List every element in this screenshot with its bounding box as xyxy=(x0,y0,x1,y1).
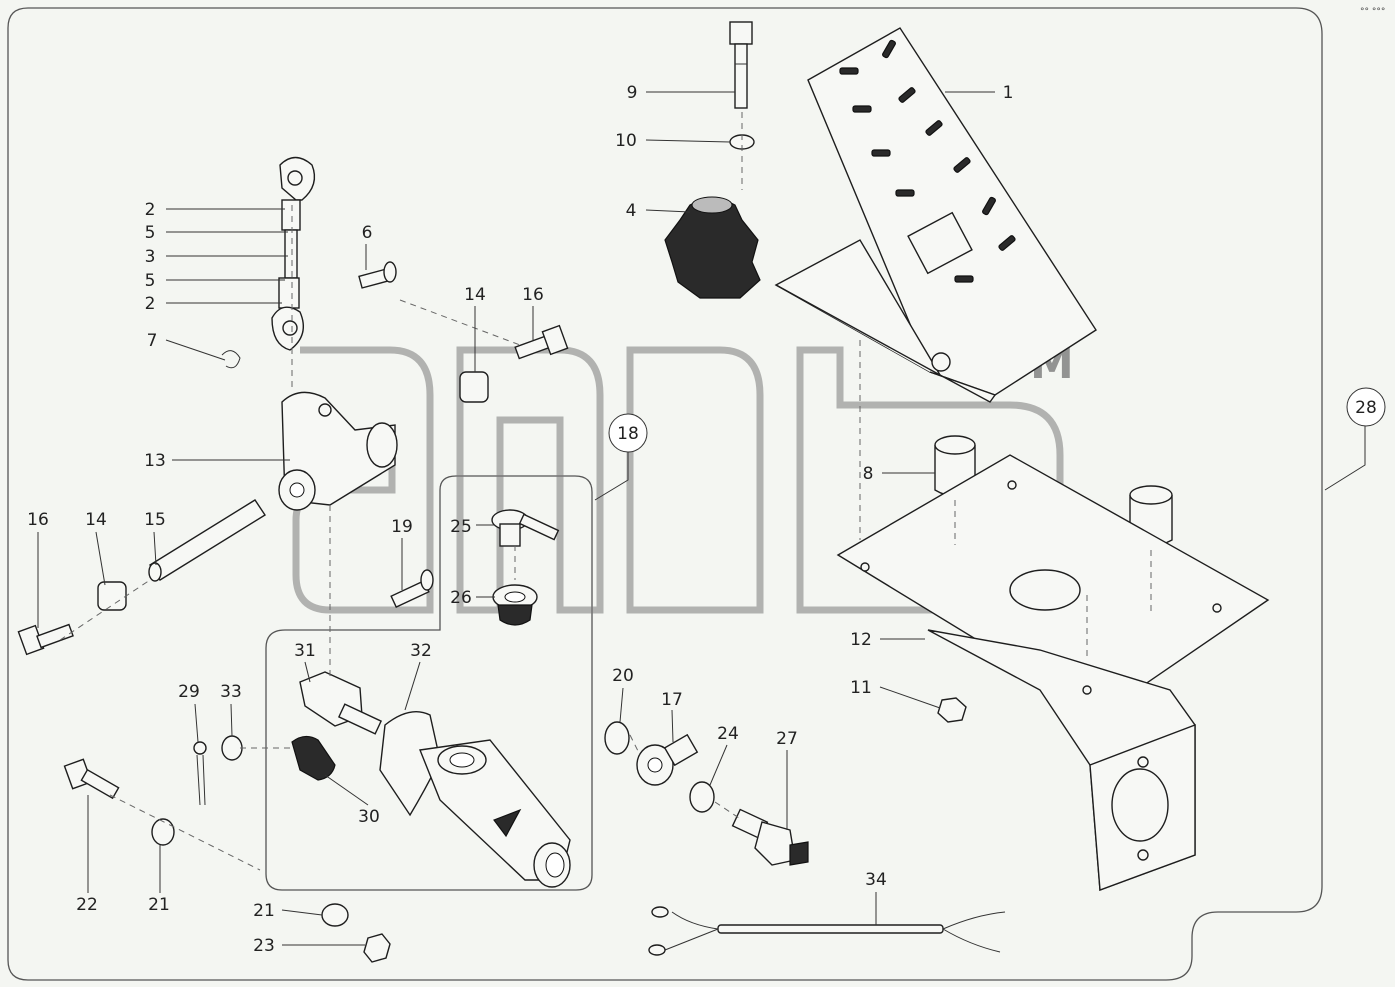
assembly-frame xyxy=(7,7,1323,981)
bolt-part-9 xyxy=(729,21,753,109)
subassembly-frame-18 xyxy=(265,475,593,891)
callout-16: 16 xyxy=(522,285,544,305)
callout-12: 12 xyxy=(850,630,872,650)
washer-part-33 xyxy=(221,735,243,761)
callout-16b: 16 xyxy=(27,510,49,530)
wire-harness-part-34 xyxy=(648,906,1006,956)
rod-end-assembly-parts-2-3-5 xyxy=(271,156,316,351)
callout-24: 24 xyxy=(717,724,739,744)
callout-circle-18 xyxy=(608,413,648,453)
washer-part-20 xyxy=(604,721,630,755)
pin-part-19 xyxy=(390,569,434,608)
callout-14b: 14 xyxy=(85,510,107,530)
seal-part-26 xyxy=(492,584,538,626)
bushing-part-14 xyxy=(459,371,489,403)
callout-4: 4 xyxy=(626,201,637,221)
washer-part-21b xyxy=(321,903,349,927)
callout-circle-28 xyxy=(1346,387,1386,427)
callout-32: 32 xyxy=(410,641,432,661)
fitting-part-25 xyxy=(491,509,560,547)
washer-part-24 xyxy=(689,781,715,813)
pressure-switch-part-27 xyxy=(731,808,809,866)
callout-6: 6 xyxy=(362,223,373,243)
callout-2: 2 xyxy=(145,200,156,220)
rubber-boot-part-4 xyxy=(664,196,761,299)
callout-21b: 21 xyxy=(253,901,275,921)
callout-19: 19 xyxy=(391,517,413,537)
callout-17: 17 xyxy=(661,690,683,710)
callout-2b: 2 xyxy=(145,294,156,314)
pedal-part-1 xyxy=(774,27,1097,403)
callout-11: 11 xyxy=(850,678,872,698)
master-cylinder-part-32 xyxy=(299,671,571,888)
cotter-pin-part-29 xyxy=(193,741,207,806)
lever-part-13 xyxy=(278,391,398,511)
leader-lines xyxy=(37,91,1366,946)
callout-5b: 5 xyxy=(145,271,156,291)
callout-7: 7 xyxy=(147,331,158,351)
nut-part-11 xyxy=(937,697,967,723)
corner-mark: °° °°° xyxy=(1360,7,1385,17)
callout-33: 33 xyxy=(220,682,242,702)
callout-5: 5 xyxy=(145,223,156,243)
boot-part-30 xyxy=(291,735,336,781)
banjo-fitting-part-17 xyxy=(636,733,699,786)
callout-23: 23 xyxy=(253,936,275,956)
callout-14: 14 xyxy=(464,285,486,305)
pin-part-6 xyxy=(358,261,397,289)
callout-20: 20 xyxy=(612,666,634,686)
nut-part-23 xyxy=(363,933,391,963)
bushing-part-14b xyxy=(97,581,127,611)
washer-part-21 xyxy=(151,818,175,846)
callout-18: 18 xyxy=(617,424,639,444)
assembly-guide-lines xyxy=(59,112,1152,871)
callout-10: 10 xyxy=(615,131,637,151)
callout-13: 13 xyxy=(144,451,166,471)
callout-15: 15 xyxy=(144,510,166,530)
callout-26: 26 xyxy=(450,588,472,608)
callout-27: 27 xyxy=(776,729,798,749)
callout-29: 29 xyxy=(178,682,200,702)
callout-8: 8 xyxy=(863,464,874,484)
callout-3: 3 xyxy=(145,247,156,267)
clip-part-7 xyxy=(221,350,241,369)
bolt-part-22 xyxy=(63,758,120,800)
callout-31: 31 xyxy=(294,641,316,661)
callout-21: 21 xyxy=(148,895,170,915)
bolt-part-16 xyxy=(514,324,569,360)
callout-34: 34 xyxy=(865,870,887,890)
callout-22: 22 xyxy=(76,895,98,915)
callout-30: 30 xyxy=(358,807,380,827)
bolt-part-16b xyxy=(17,623,74,656)
bracket-part-12 xyxy=(836,454,1270,891)
callout-9: 9 xyxy=(627,83,638,103)
tube-part-15 xyxy=(148,499,266,582)
callout-28: 28 xyxy=(1355,398,1377,418)
callout-25: 25 xyxy=(450,517,472,537)
callout-1: 1 xyxy=(1003,83,1014,103)
